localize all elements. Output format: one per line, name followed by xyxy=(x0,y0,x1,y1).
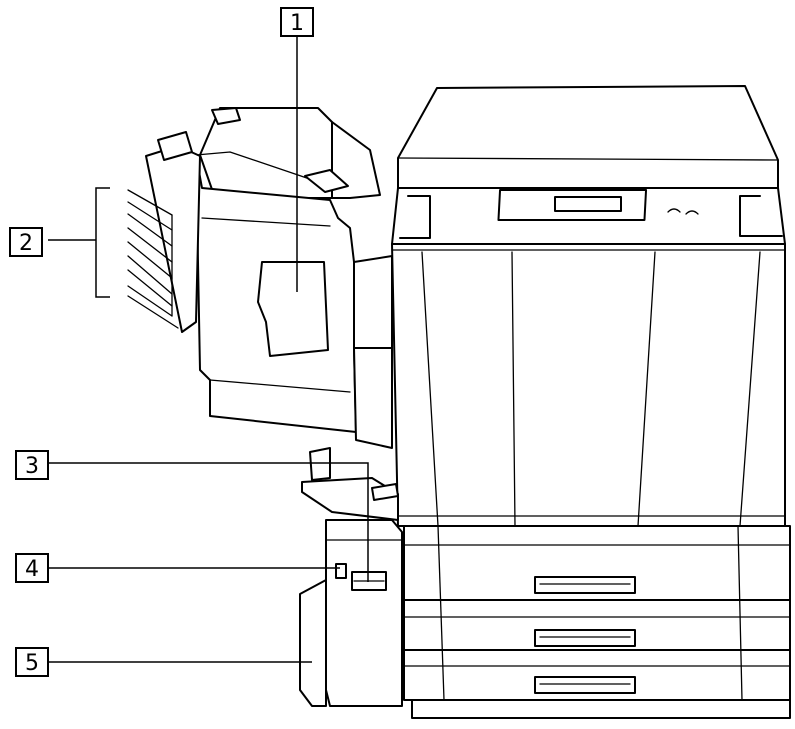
callout-3: 3 xyxy=(15,450,49,480)
callout-5-label: 5 xyxy=(25,651,39,676)
callout-1-label: 1 xyxy=(290,11,304,36)
display-screen xyxy=(554,196,622,212)
output-trays xyxy=(127,131,201,333)
control-buttons xyxy=(667,208,699,215)
transport-unit xyxy=(301,447,399,521)
copier-main-body xyxy=(391,85,791,719)
callout-2: 2 xyxy=(9,227,43,257)
leader-lines xyxy=(46,35,369,663)
paper-drawers xyxy=(403,525,791,701)
finisher-front-door xyxy=(257,261,329,357)
callout-5: 5 xyxy=(15,647,49,677)
large-capacity-tray xyxy=(299,519,403,707)
callout-1: 1 xyxy=(280,7,314,37)
finisher-unit xyxy=(195,107,393,449)
callout-2-label: 2 xyxy=(19,231,33,256)
release-lever xyxy=(335,563,347,579)
callout-4-label: 4 xyxy=(25,557,39,582)
callout-4: 4 xyxy=(15,553,49,583)
callout-3-label: 3 xyxy=(25,454,39,479)
